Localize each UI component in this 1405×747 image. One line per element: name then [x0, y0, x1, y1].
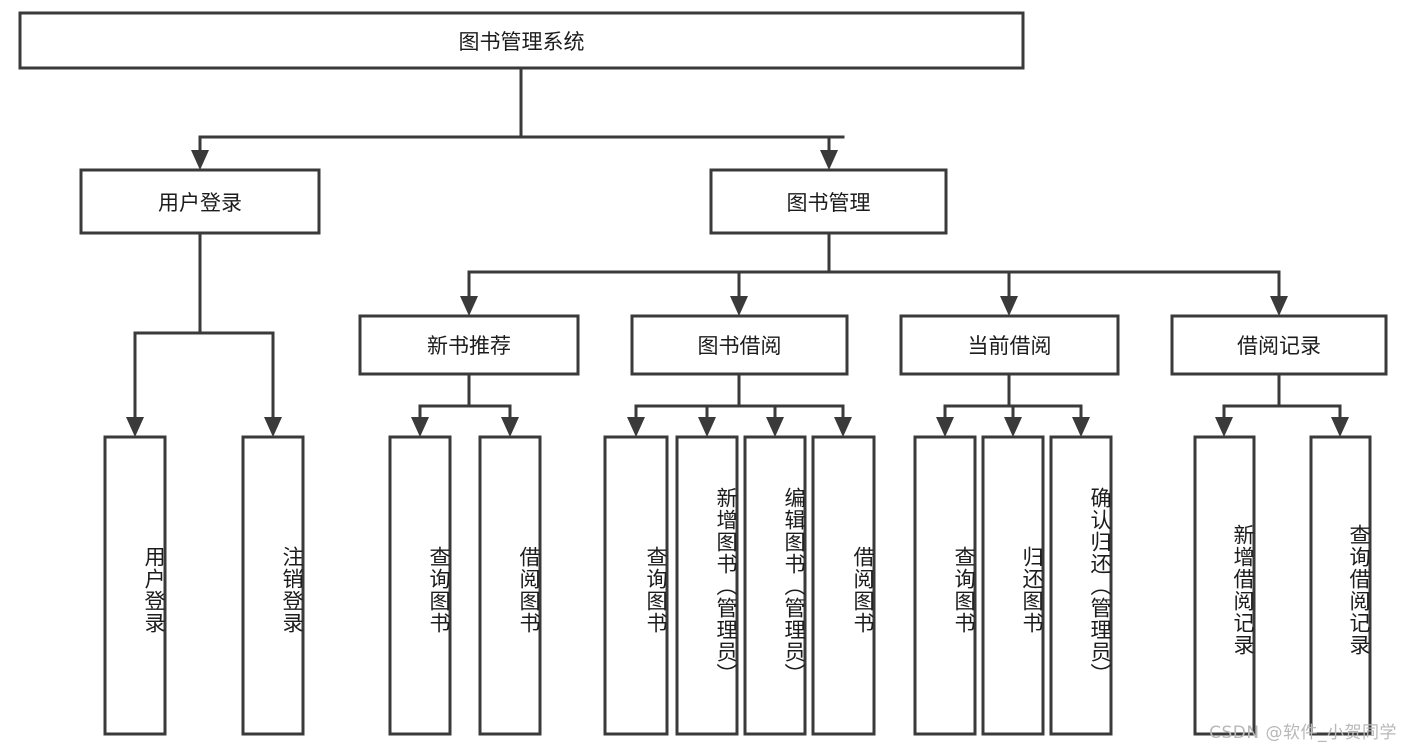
- arrowhead-query-book-2: [627, 417, 645, 437]
- node-box-book-borrow[interactable]: [630, 314, 849, 376]
- connector-layer: [126, 66, 1349, 437]
- node-box-return-book[interactable]: [981, 435, 1045, 736]
- arrowhead-borrow-book-2: [834, 417, 852, 437]
- node-box-query-book-1[interactable]: [388, 435, 452, 736]
- node-box-user-login-leaf[interactable]: [103, 435, 167, 736]
- arrowhead-confirm-return-admin: [1072, 417, 1090, 437]
- arrowhead-user-logout-leaf: [264, 417, 282, 437]
- node-box-add-book-admin[interactable]: [675, 435, 739, 736]
- arrowhead-current-borrow: [1000, 296, 1018, 316]
- node-box-current-borrow[interactable]: [899, 314, 1120, 376]
- node-box-confirm-return-admin[interactable]: [1049, 435, 1113, 736]
- arrowhead-query-borrow-record: [1331, 417, 1349, 437]
- node-box-query-book-2[interactable]: [603, 435, 669, 736]
- arrowhead-query-book-3: [936, 417, 954, 437]
- node-box-edit-book-admin[interactable]: [743, 435, 807, 736]
- node-box-borrow-records[interactable]: [1170, 314, 1388, 376]
- node-box-borrow-book-1[interactable]: [478, 435, 542, 736]
- node-box-borrow-book-2[interactable]: [811, 435, 876, 736]
- node-box-user-logout-leaf[interactable]: [241, 435, 305, 736]
- arrowhead-book-management: [820, 150, 838, 170]
- node-box-new-book-recommend[interactable]: [358, 314, 580, 376]
- node-box-add-borrow-record[interactable]: [1193, 435, 1256, 736]
- arrowhead-user-login-leaf: [126, 417, 144, 437]
- arrowhead-book-borrow: [730, 296, 748, 316]
- arrowhead-borrow-records: [1270, 296, 1288, 316]
- node-box-query-book-3[interactable]: [913, 435, 977, 736]
- csdn-watermark: CSDN @软件_小贺同学: [1209, 723, 1397, 743]
- node-box-query-borrow-record[interactable]: [1309, 435, 1372, 736]
- arrowhead-add-borrow-record: [1215, 417, 1233, 437]
- arrowhead-edit-book-admin: [766, 417, 784, 437]
- node-box-root[interactable]: [18, 11, 1025, 70]
- arrowhead-new-book-recommend: [460, 296, 478, 316]
- arrowhead-return-book: [1004, 417, 1022, 437]
- node-box-layer: [18, 11, 1388, 736]
- node-box-book-management[interactable]: [709, 168, 948, 235]
- arrowhead-user-login: [191, 150, 209, 170]
- arrowhead-add-book-admin: [698, 417, 716, 437]
- arrowhead-borrow-book-1: [501, 417, 519, 437]
- node-box-user-login[interactable]: [79, 168, 321, 235]
- arrowhead-query-book-1: [411, 417, 429, 437]
